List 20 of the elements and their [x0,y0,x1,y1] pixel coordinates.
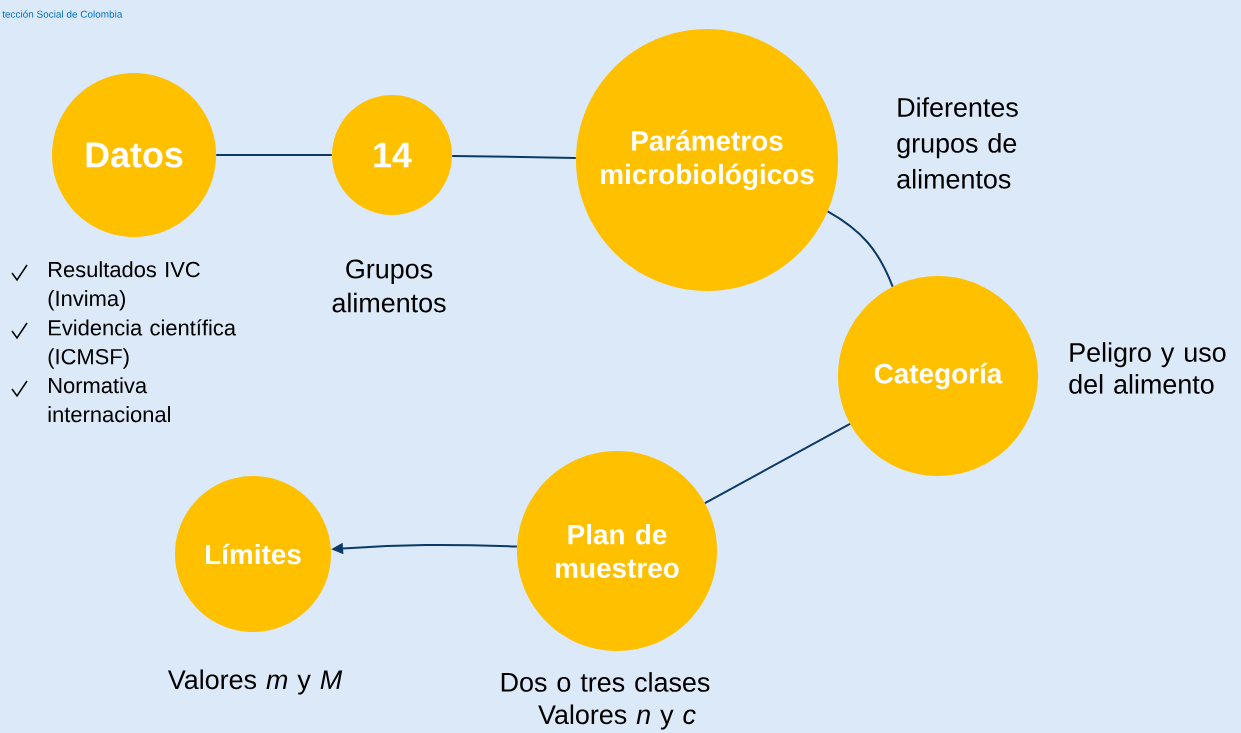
note-text: Dos o tres clases [501,672,710,692]
circle-node: Plan de muestreo [517,451,717,651]
note-text: Peligro y uso del alimento [1069,342,1226,394]
circle-node: Parámetros microbiológicos [576,29,838,291]
header-text: tección Social de Colombia [2,10,123,18]
note-text: Valores m y M [167,669,343,695]
connector [215,154,333,156]
note-text: Resultados IVC (Invima) [48,261,200,311]
note-text: Normativa internacional [48,377,170,423]
connector [826,210,894,288]
circle-node: Datos [52,73,216,237]
circle-node: Límites [175,476,331,632]
note-text: Valores n y c [538,704,696,730]
connector [704,422,852,505]
circle-node: 14 [332,95,452,215]
note-text: Diferentes grupos de alimentos [897,97,1018,189]
note-text: Grupos alimentos [332,259,446,313]
note-text: Evidencia científica (ICMSF) [48,319,236,369]
connector [451,154,577,159]
circle-node: Categoría [838,276,1038,476]
